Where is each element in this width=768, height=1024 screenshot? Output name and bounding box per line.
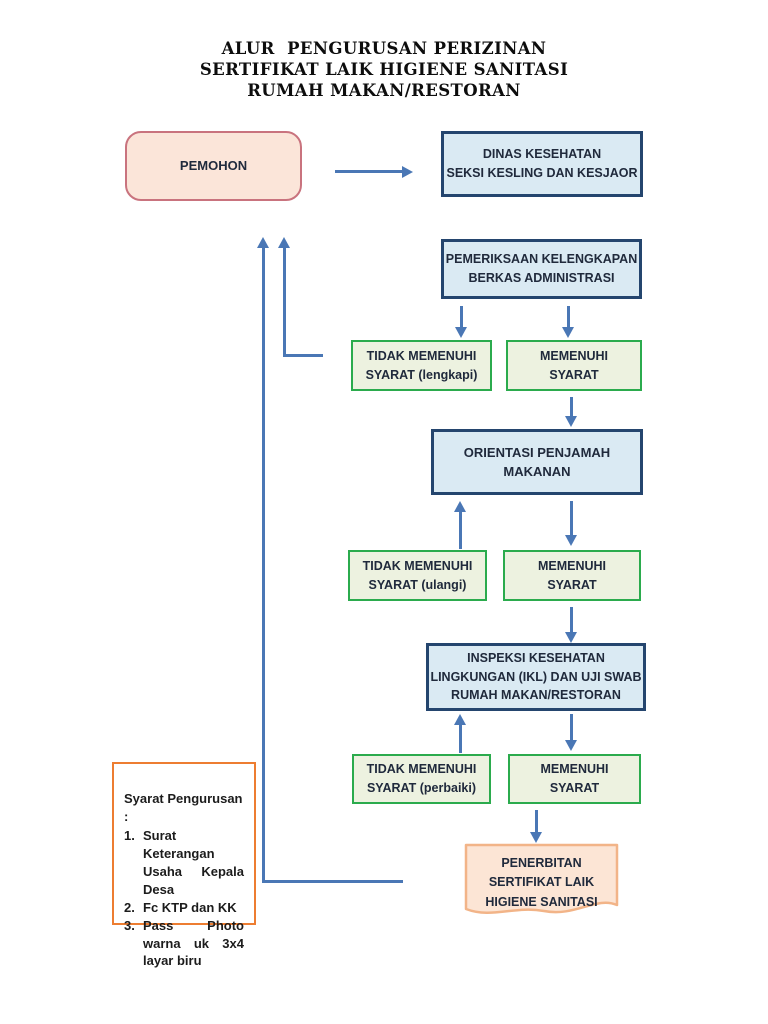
- arrow-pemeriksaan-to-tidak1: [460, 306, 463, 327]
- memenuhi-syarat-3-box: MEMENUHI SYARAT: [508, 754, 641, 804]
- arrowhead-feedback-bottom-icon: [257, 237, 269, 248]
- syarat-heading: Syarat Pengurusan :: [124, 791, 243, 824]
- inspeksi-line-1: INSPEKSI KESEHATAN: [467, 650, 605, 665]
- arrow-inspeksi-to-memenuhi3: [570, 714, 573, 740]
- memenuhi-2-line-1: MEMENUHI: [537, 558, 607, 573]
- arrowhead-memenuhi1-to-orientasi-icon: [565, 416, 577, 427]
- tidak-memenuhi-ulangi-box: TIDAK MEMENUHI SYARAT (ulangi): [348, 550, 487, 601]
- dinas-line-2: SEKSI KESLING DAN KESJAOR: [446, 166, 638, 180]
- memenuhi-3-line-2: SYARAT: [549, 781, 600, 795]
- tidak-memenuhi-1-line-2: SYARAT (lengkapi): [365, 367, 478, 382]
- inspeksi-line-2: LINGKUNGAN (IKL) DAN UJI SWAB: [430, 669, 642, 684]
- arrow-tidak2-to-orientasi: [459, 511, 462, 549]
- feedback-line-bottom-vertical: [262, 247, 265, 882]
- penerbitan-line-2: SERTIFIKAT LAIK: [488, 875, 595, 890]
- feedback-line-bottom-horizontal: [262, 880, 403, 883]
- pemeriksaan-line-1: PEMERIKSAAN KELENGKAPAN: [445, 252, 638, 267]
- arrowhead-memenuhi2-to-inspeksi-icon: [565, 632, 577, 643]
- syarat-item-3-number: 3.: [124, 917, 135, 933]
- pemohon-box: PEMOHON: [125, 131, 302, 201]
- penerbitan-document: PENERBITAN SERTIFIKAT LAIK HIGIENE SANIT…: [464, 843, 619, 925]
- arrowhead-inspeksi-to-memenuhi3-icon: [565, 740, 577, 751]
- page-title: ALUR PENGURUSAN PERIZINAN SERTIFIKAT LAI…: [0, 38, 768, 101]
- syarat-item-2-number: 2.: [124, 899, 135, 915]
- dinas-line-1: DINAS KESEHATAN: [482, 147, 602, 162]
- syarat-item-3: 3. Pass Photo warna uk 3x4 layar biru: [124, 917, 244, 971]
- orientasi-box: ORIENTASI PENJAMAH MAKANAN: [431, 429, 643, 495]
- tidak-memenuhi-1-line-1: TIDAK MEMENUHI: [366, 348, 477, 363]
- syarat-item-2-text: Fc KTP dan KK: [143, 899, 237, 915]
- arrowhead-pemeriksaan-to-memenuhi1-icon: [562, 327, 574, 338]
- memenuhi-syarat-1-box: MEMENUHI SYARAT: [506, 340, 642, 391]
- arrow-memenuhi2-to-inspeksi: [570, 607, 573, 632]
- syarat-item-1-number: 1.: [124, 827, 135, 843]
- tidak-memenuhi-2-line-1: TIDAK MEMENUHI: [362, 558, 473, 573]
- penerbitan-line-3: HIGIENE SANITASI: [485, 894, 598, 909]
- tidak-memenuhi-lengkapi-box: TIDAK MEMENUHI SYARAT (lengkapi): [351, 340, 492, 391]
- pemohon-label: PEMOHON: [179, 158, 248, 174]
- title-line-3: RUMAH MAKAN/RESTORAN: [247, 81, 521, 100]
- arrow-orientasi-to-memenuhi2: [570, 501, 573, 535]
- penerbitan-document-shape: [464, 843, 619, 915]
- memenuhi-3-line-1: MEMENUHI: [540, 762, 609, 777]
- syarat-item-1: 1. Surat Keterangan Usaha Kepala Desa: [124, 827, 244, 899]
- syarat-item-3-text: Pass Photo warna uk 3x4 layar biru: [143, 917, 244, 969]
- syarat-item-1-text: Surat Keterangan Usaha Kepala Desa: [143, 827, 244, 897]
- penerbitan-line-1: PENERBITAN: [501, 856, 582, 870]
- dinas-kesehatan-box: DINAS KESEHATAN SEKSI KESLING DAN KESJAO…: [441, 131, 643, 197]
- arrowhead-pemeriksaan-to-tidak1-icon: [455, 327, 467, 338]
- memenuhi-1-line-1: MEMENUHI: [539, 348, 609, 363]
- title-line-2: SERTIFIKAT LAIK HIGIENE SANITASI: [199, 60, 569, 79]
- arrowhead-tidak3-to-inspeksi-icon: [454, 714, 466, 725]
- pemeriksaan-box: PEMERIKSAAN KELENGKAPAN BERKAS ADMINISTR…: [441, 239, 642, 299]
- orientasi-label: ORIENTASI PENJAMAH MAKANAN: [463, 444, 611, 480]
- arrowhead-orientasi-to-memenuhi2-icon: [565, 535, 577, 546]
- arrow-pemeriksaan-to-memenuhi1: [567, 306, 570, 327]
- feedback-line-tidak1-vertical: [283, 247, 286, 357]
- tidak-memenuhi-3-line-1: TIDAK MEMENUHI: [366, 762, 477, 777]
- arrowhead-memenuhi3-to-penerbitan-icon: [530, 832, 542, 843]
- pemeriksaan-line-2: BERKAS ADMINISTRASI: [468, 271, 615, 285]
- inspeksi-box: INSPEKSI KESEHATAN LINGKUNGAN (IKL) DAN …: [426, 643, 646, 711]
- arrow-memenuhi3-to-penerbitan: [535, 810, 538, 832]
- memenuhi-1-line-2: SYARAT: [549, 367, 599, 382]
- arrowhead-tidak2-to-orientasi-icon: [454, 501, 466, 512]
- memenuhi-2-line-2: SYARAT: [547, 577, 597, 592]
- title-line-1: ALUR PENGURUSAN PERIZINAN: [221, 39, 547, 58]
- memenuhi-syarat-2-box: MEMENUHI SYARAT: [503, 550, 641, 601]
- tidak-memenuhi-2-line-2: SYARAT (ulangi): [368, 577, 467, 592]
- arrowhead-pemohon-to-dinas-icon: [402, 165, 413, 178]
- syarat-item-2: 2. Fc KTP dan KK: [124, 899, 244, 917]
- feedback-line-tidak1-horizontal: [283, 354, 323, 357]
- arrow-tidak3-to-inspeksi: [459, 724, 462, 753]
- arrowhead-feedback-tidak1-icon: [278, 237, 290, 248]
- syarat-pengurusan-box: Syarat Pengurusan : 1. Surat Keterangan …: [112, 762, 256, 968]
- tidak-memenuhi-perbaiki-box: TIDAK MEMENUHI SYARAT (perbaiki): [352, 754, 491, 804]
- tidak-memenuhi-3-line-2: SYARAT (perbaiki): [366, 781, 477, 795]
- arrow-memenuhi1-to-orientasi: [570, 397, 573, 416]
- arrow-pemohon-to-dinas: [335, 170, 403, 173]
- inspeksi-line-3: RUMAH MAKAN/RESTORAN: [451, 688, 621, 703]
